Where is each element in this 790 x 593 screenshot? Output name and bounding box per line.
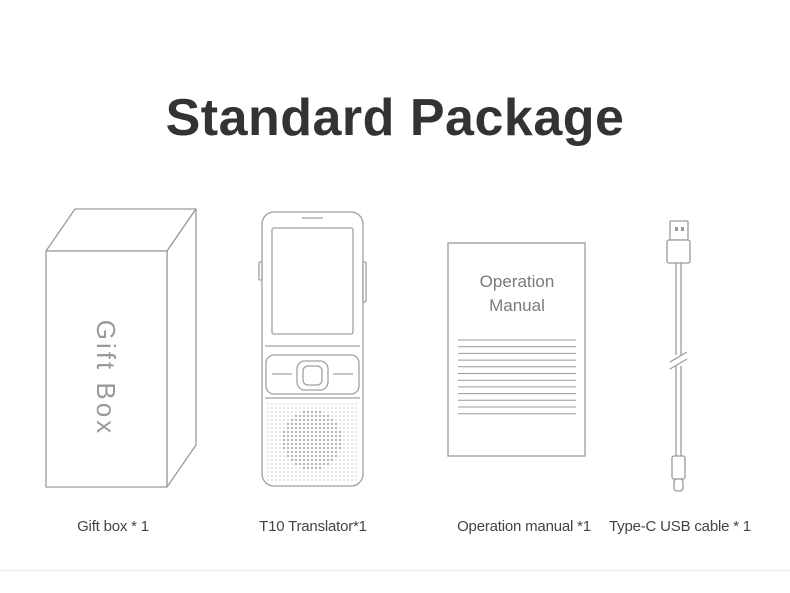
gift-box-label: Gift Box bbox=[91, 320, 121, 436]
manual-text-lines bbox=[458, 339, 576, 415]
caption-gift-box: Gift box * 1 bbox=[77, 518, 149, 535]
translator-illustration bbox=[258, 211, 367, 487]
caption-operation-manual: Operation manual *1 bbox=[457, 518, 591, 535]
manual-cover-title-line1: Operation bbox=[480, 272, 555, 291]
translator-speaker-grille bbox=[267, 403, 357, 481]
bottom-divider bbox=[0, 570, 790, 571]
usb-cable-illustration bbox=[666, 220, 691, 492]
operation-manual-illustration bbox=[447, 242, 586, 457]
manual-cover-title-line2: Manual bbox=[489, 296, 545, 315]
caption-translator: T10 Translator*1 bbox=[259, 518, 367, 535]
gift-box-illustration bbox=[45, 208, 197, 488]
page-title: Standard Package bbox=[165, 89, 625, 147]
caption-usb-cable: Type-C USB cable * 1 bbox=[609, 518, 751, 535]
